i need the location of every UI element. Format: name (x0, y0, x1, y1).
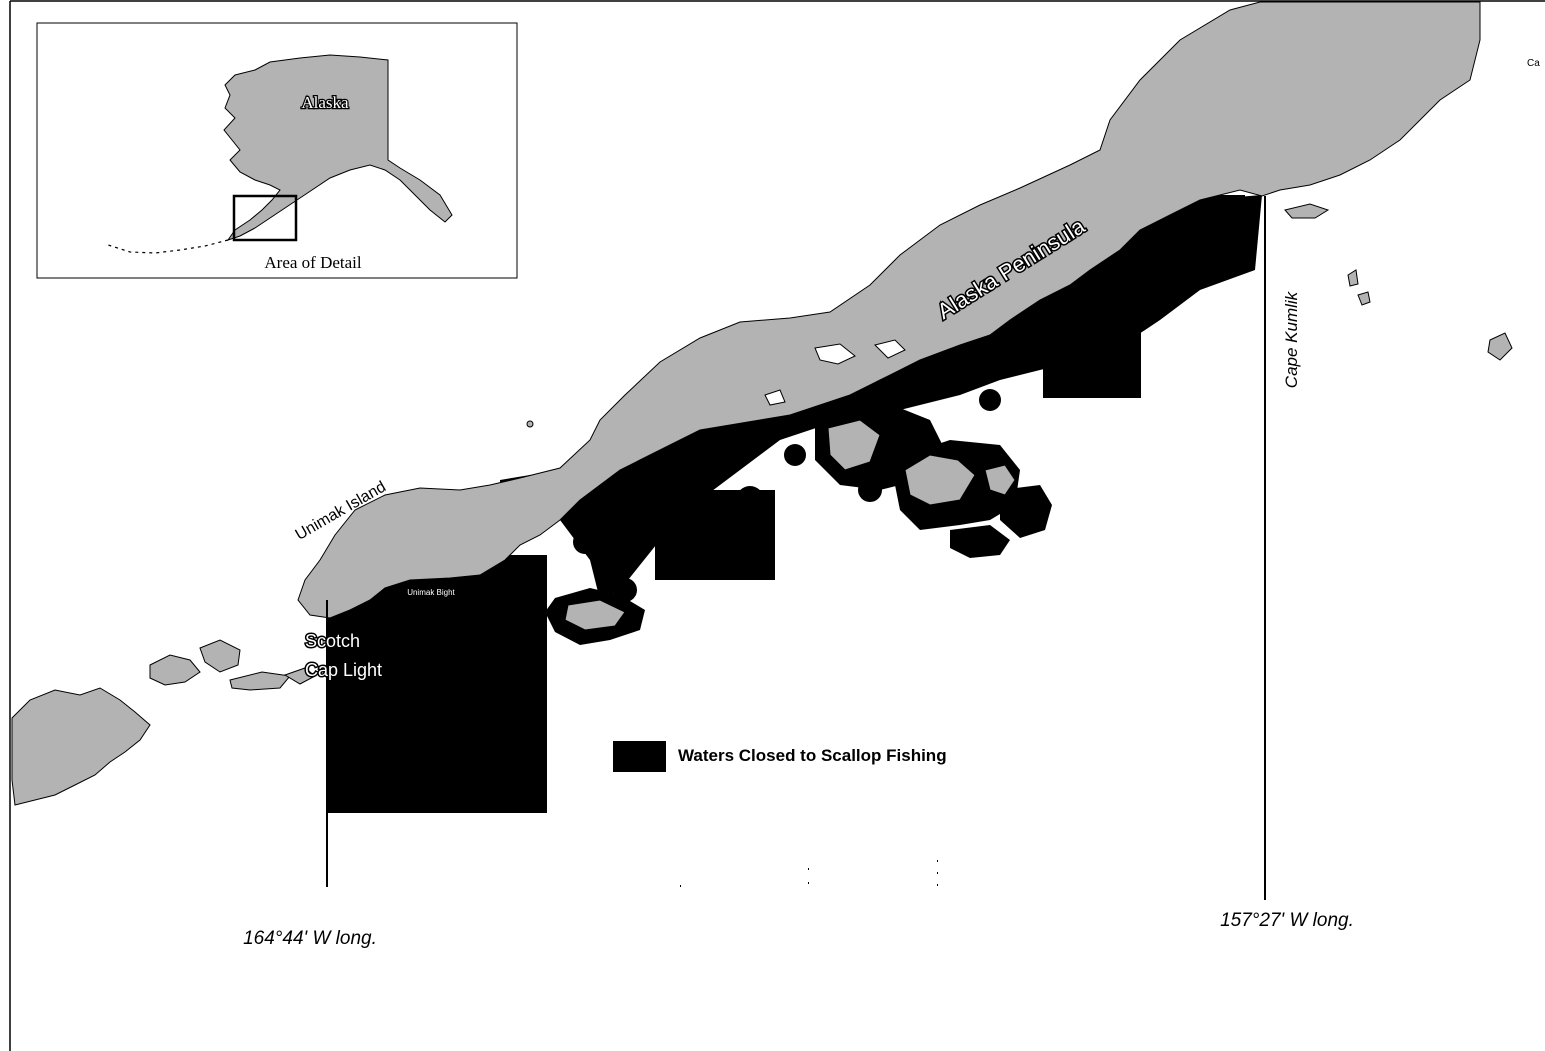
inset-area-box (232, 194, 298, 242)
lakes (764, 339, 906, 406)
legend: Waters Closed to Scallop Fishing (613, 741, 947, 772)
label-scotch-cap-line1: Scotch (305, 631, 360, 651)
label-west-longitude: 164°44' W long. (243, 928, 377, 949)
label-scotch-cap-line2: Cap Light (305, 660, 382, 680)
inset-state-label: Alaska (301, 93, 349, 112)
inset-map: Alaska Area of Detail (36, 22, 518, 279)
inset-caption: Area of Detail (264, 253, 362, 272)
legend-swatch (613, 741, 666, 772)
small-islands (564, 203, 1513, 631)
label-east-longitude: 157°27' W long. (1220, 910, 1354, 931)
alaska-peninsula-land (297, 1, 1481, 619)
aleutian-islands (11, 639, 316, 806)
label-cut-off: Ca (1527, 58, 1540, 69)
legend-label: Waters Closed to Scallop Fishing (678, 746, 947, 765)
inset-alaska-shape (223, 54, 453, 241)
stray-marks (526, 420, 938, 887)
label-cape-kumlik: Cape Kumlik (1282, 290, 1301, 388)
label-unimak-bight: Unimak Bight (407, 588, 455, 597)
